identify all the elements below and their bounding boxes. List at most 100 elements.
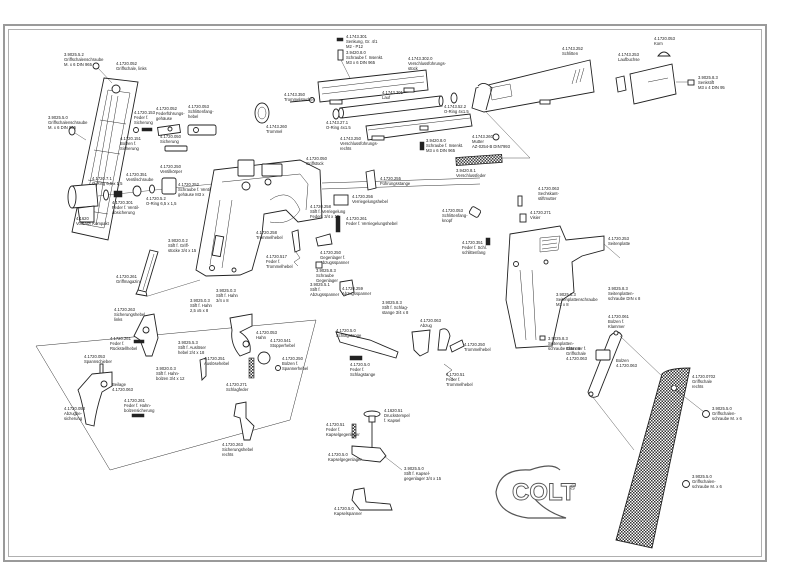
trigger-spring [293, 251, 301, 267]
sight-screw [517, 195, 523, 207]
valve-screw [132, 185, 142, 197]
trigger-pivot [291, 229, 301, 253]
hammer-bolt [275, 365, 281, 371]
barrel-screw [337, 49, 344, 61]
recoil-pin [289, 97, 315, 103]
side-plate [505, 225, 605, 349]
slide-stop-lever [187, 124, 217, 136]
slide-front [629, 63, 677, 105]
strut-spring [349, 355, 363, 361]
guide-rail-right [365, 113, 473, 141]
slide-stop-spring [485, 237, 491, 246]
trigger-cam [437, 328, 465, 353]
locking-catch [315, 233, 333, 247]
firing-pin-block [411, 329, 431, 357]
cap-seat [351, 445, 387, 463]
valve-spring [113, 190, 123, 198]
trigger-pin-spring [133, 339, 145, 344]
slide-screw [419, 141, 425, 151]
sear-screw [315, 261, 323, 269]
cap-spring [351, 423, 357, 439]
recoil-spring [455, 154, 503, 166]
sear [339, 279, 355, 297]
slide-guide-frame [317, 69, 429, 105]
pistol-frame [195, 159, 323, 277]
colt-logo: COLT ® [495, 465, 576, 519]
hammer-spring [248, 357, 255, 379]
barrel-screw-top [336, 37, 344, 42]
barrel-bush [615, 75, 627, 93]
grip-screw-right [702, 410, 710, 418]
barrel [338, 95, 444, 119]
colt-logo-text: COLT [512, 479, 576, 506]
slide [471, 59, 595, 113]
drawing-border-inner [8, 29, 762, 557]
slide-stop-knob [468, 206, 482, 218]
o-ring-insert [103, 189, 109, 201]
grip-screw-bottom [682, 480, 690, 488]
trigger [77, 371, 113, 427]
nut [492, 133, 500, 141]
firing-housing [157, 123, 181, 137]
frame-screw [539, 335, 546, 341]
magazine [135, 249, 159, 297]
o-ring-valve [149, 184, 155, 194]
front-sight [657, 51, 671, 57]
